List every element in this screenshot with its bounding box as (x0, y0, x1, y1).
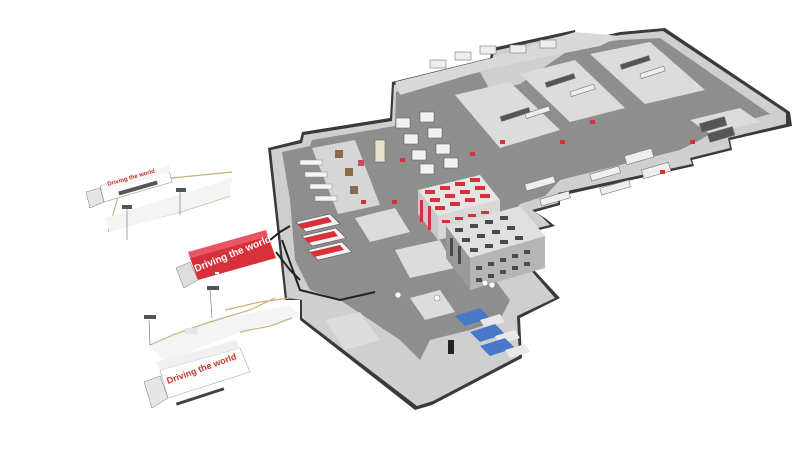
workstations (374, 111, 459, 175)
work-zone-mid-2 (395, 240, 455, 278)
white-robots (394, 279, 496, 302)
gray-storage-block (446, 206, 545, 290)
truck-dock-top (105, 171, 233, 240)
truck-dock-bottom (144, 297, 300, 362)
upper-platform (395, 32, 620, 95)
machinery-right (524, 116, 736, 207)
work-zone-low-2 (325, 312, 380, 350)
amr-robots (361, 120, 695, 204)
truck-bottom: Driving the world (143, 340, 251, 409)
shelving-left (299, 150, 364, 202)
machinery-upper (429, 39, 666, 122)
work-zone-low-1 (410, 290, 455, 320)
work-zone-left (312, 140, 380, 214)
work-zone-mid-1 (355, 208, 410, 242)
inbound-conveyors (269, 213, 376, 302)
truck-middle-red: Driving the world (175, 230, 291, 319)
blue-picking-stations (448, 308, 530, 358)
